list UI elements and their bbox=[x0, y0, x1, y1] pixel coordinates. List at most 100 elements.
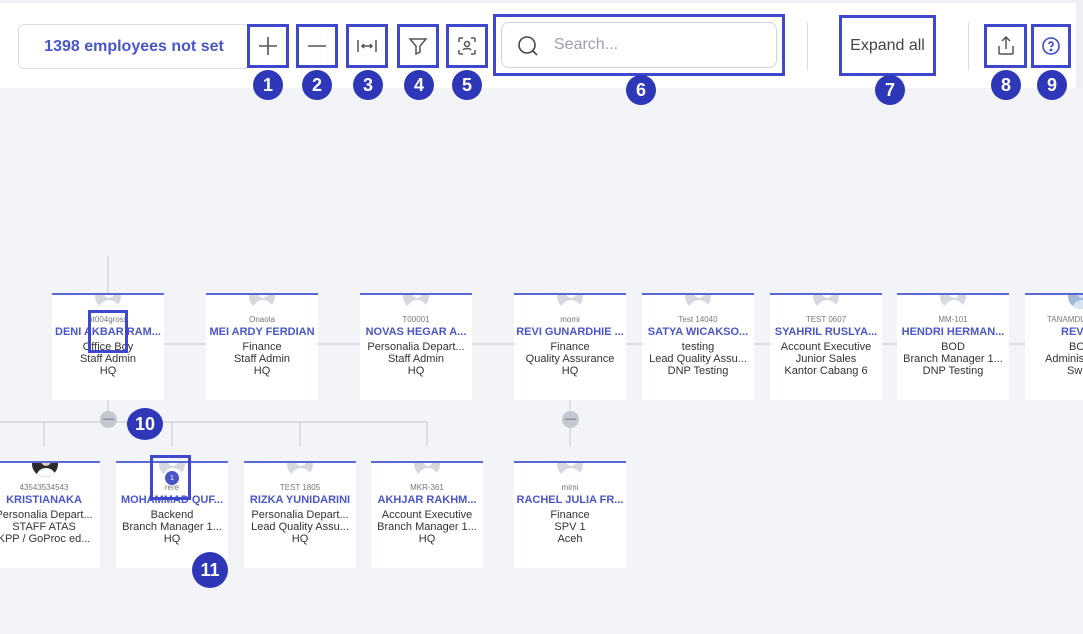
employee-department: Personalia Depart... bbox=[367, 341, 465, 353]
focus-person-button[interactable] bbox=[446, 24, 488, 68]
callout-badge: 10 bbox=[127, 408, 163, 440]
employee-position: SPV 1 bbox=[554, 521, 586, 533]
employee-name[interactable]: HENDRI HERMAN... bbox=[901, 326, 1005, 338]
callout-badge: 9 bbox=[1037, 70, 1067, 100]
toolbar-right-gap bbox=[1076, 0, 1083, 88]
collapse-toggle-highlight bbox=[88, 310, 128, 353]
employee-position: Branch Manager 1... bbox=[903, 353, 1003, 365]
employee-position: Junior Sales bbox=[795, 353, 857, 365]
avatar bbox=[555, 463, 585, 479]
help-icon bbox=[1042, 37, 1060, 55]
employee-name[interactable]: REVI GUNARDHIE ... bbox=[516, 326, 624, 338]
employee-code: TANAMDU bbox=[1047, 315, 1083, 324]
employee-card[interactable]: MKR-361 AKHJAR RAKHM... Account Executiv… bbox=[371, 461, 483, 568]
employee-name[interactable]: REVI bbox=[1061, 326, 1083, 338]
zoom-in-button[interactable] bbox=[247, 24, 289, 68]
employee-code: TEST 0607 bbox=[805, 315, 847, 324]
employee-department: Backend bbox=[150, 509, 194, 521]
employee-department: BOD bbox=[1069, 341, 1083, 353]
search-container bbox=[493, 14, 785, 76]
collapse-toggle[interactable]: — bbox=[562, 411, 579, 428]
employee-code: mimi bbox=[561, 483, 579, 492]
employee-location: HQ bbox=[418, 533, 436, 545]
employee-position: Lead Quality Assu... bbox=[649, 353, 747, 365]
collapse-toggle[interactable]: — bbox=[100, 411, 117, 428]
employee-name[interactable]: AKHJAR RAKHM... bbox=[377, 494, 477, 506]
employee-position: Staff Admin bbox=[79, 353, 137, 365]
employee-name[interactable]: RACHEL JULIA FR... bbox=[516, 494, 624, 506]
avatar bbox=[938, 295, 968, 311]
employee-code: nt004gross bbox=[88, 315, 128, 324]
employee-position: Quality Assurance bbox=[525, 353, 615, 365]
org-chart: nt004gross DENI AKBAR RAM... Office Boy … bbox=[0, 88, 1083, 634]
employee-card[interactable]: mimi RACHEL JULIA FR... Finance SPV 1 Ac… bbox=[514, 461, 626, 568]
avatar bbox=[247, 295, 277, 311]
employee-code: MKR-361 bbox=[410, 483, 444, 492]
toolbar-divider bbox=[968, 22, 969, 70]
toolbar: 1398 employees not set Expand all bbox=[0, 0, 1083, 88]
employee-department: Finance bbox=[550, 341, 590, 353]
employee-position: Staff Admin bbox=[387, 353, 445, 365]
employee-name[interactable]: SATYA WICAKSO... bbox=[647, 326, 749, 338]
plus-icon bbox=[259, 37, 277, 55]
employee-location: DNP Testing bbox=[922, 365, 984, 377]
employee-card[interactable]: Test 14040 SATYA WICAKSO... testing Lead… bbox=[642, 293, 754, 400]
callout-badge: 6 bbox=[626, 75, 656, 105]
expand-all-button[interactable]: Expand all bbox=[839, 15, 936, 76]
employee-position: STAFF ATAS bbox=[12, 521, 76, 533]
employee-department: Personalia Depart... bbox=[0, 509, 93, 521]
employee-name[interactable]: MEI ARDY FERDIAN bbox=[209, 326, 315, 338]
avatar bbox=[93, 295, 123, 311]
employee-name[interactable]: NOVAS HEGAR A... bbox=[365, 326, 467, 338]
search-input[interactable] bbox=[554, 33, 764, 57]
employee-code: T00001 bbox=[402, 315, 430, 324]
search-field[interactable] bbox=[501, 22, 777, 68]
callout-badge: 3 bbox=[353, 70, 383, 100]
employee-location: HQ bbox=[407, 365, 425, 377]
callout-badge: 4 bbox=[404, 70, 434, 100]
avatar bbox=[1066, 295, 1083, 311]
employee-code: TEST 1805 bbox=[279, 483, 321, 492]
employee-department: Account Executive bbox=[381, 509, 473, 521]
export-button[interactable] bbox=[984, 24, 1027, 68]
employee-card[interactable]: MM-101 HENDRI HERMAN... BOD Branch Manag… bbox=[897, 293, 1009, 400]
employee-card[interactable]: TANAMDU REVI BOD Administra Swi bbox=[1025, 293, 1083, 400]
employee-code: MM-101 bbox=[938, 315, 968, 324]
employee-location: HQ bbox=[291, 533, 309, 545]
employee-location: Kantor Cabang 6 bbox=[784, 365, 868, 377]
help-button[interactable] bbox=[1031, 24, 1071, 68]
share-export-icon bbox=[997, 35, 1014, 55]
employee-location: KPP / GoProc ed... bbox=[0, 533, 91, 545]
employee-name[interactable]: RIZKA YUNIDARINI bbox=[249, 494, 351, 506]
employee-card[interactable]: momi REVI GUNARDHIE ... Finance Quality … bbox=[514, 293, 626, 400]
employee-location: DNP Testing bbox=[667, 365, 729, 377]
direct-reports-highlight: 1 bbox=[150, 455, 191, 500]
minus-icon bbox=[308, 45, 326, 47]
employee-card[interactable]: TEST 0607 SYAHRIL RUSLYA... Account Exec… bbox=[770, 293, 882, 400]
filter-icon bbox=[408, 38, 428, 56]
employee-card[interactable]: T00001 NOVAS HEGAR A... Personalia Depar… bbox=[360, 293, 472, 400]
employee-card[interactable]: Onaola MEI ARDY FERDIAN Finance Staff Ad… bbox=[206, 293, 318, 400]
employee-location: HQ bbox=[561, 365, 579, 377]
avatar bbox=[555, 295, 585, 311]
employee-location: Aceh bbox=[557, 533, 583, 545]
zoom-out-button[interactable] bbox=[296, 24, 338, 68]
employee-department: Finance bbox=[242, 341, 282, 353]
employee-name[interactable]: SYAHRIL RUSLYA... bbox=[774, 326, 878, 338]
employee-department: BOD bbox=[941, 341, 965, 353]
employee-location: HQ bbox=[99, 365, 117, 377]
callout-badge: 8 bbox=[991, 70, 1021, 100]
direct-reports-count[interactable]: 1 bbox=[165, 471, 179, 485]
employee-department: Personalia Depart... bbox=[251, 509, 349, 521]
employee-card[interactable]: TEST 1805 RIZKA YUNIDARINI Personalia De… bbox=[244, 461, 356, 568]
fit-to-screen-button[interactable] bbox=[346, 24, 388, 68]
employee-card[interactable]: 43543534543 KRISTIANAKA Personalia Depar… bbox=[0, 461, 100, 568]
employee-name[interactable]: KRISTIANAKA bbox=[6, 494, 82, 506]
callout-badge: 11 bbox=[192, 552, 228, 588]
employee-department: Account Executive bbox=[780, 341, 872, 353]
filter-button[interactable] bbox=[397, 24, 439, 68]
fit-width-icon bbox=[357, 40, 377, 52]
focus-person-icon bbox=[458, 37, 476, 55]
callout-badge: 7 bbox=[875, 75, 905, 105]
employees-not-set-button[interactable]: 1398 employees not set bbox=[18, 24, 250, 69]
